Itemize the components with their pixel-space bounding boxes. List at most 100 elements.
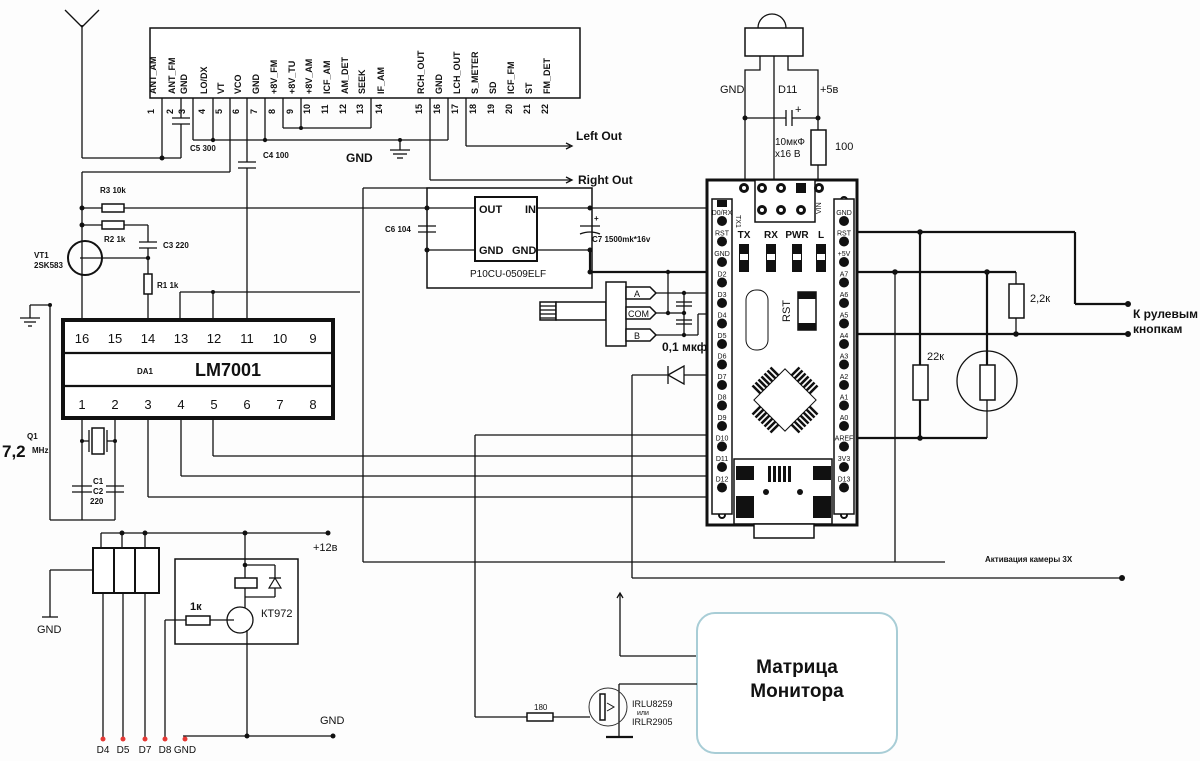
arduino-pin-label: D11 — [716, 456, 728, 463]
terminal-dot[interactable] — [120, 736, 126, 742]
tuner-pin-name: GND — [434, 74, 444, 95]
dcdc-converter — [474, 196, 538, 262]
tuner-pin-number: 7 — [249, 109, 259, 114]
arduino-pin[interactable] — [839, 339, 849, 349]
arduino-pin[interactable] — [839, 257, 849, 267]
arduino-pin[interactable] — [839, 482, 849, 493]
arduino-pin-label: RST — [715, 231, 730, 238]
tuner-pin-name: +8V_FM — [269, 60, 279, 94]
tuner-pin-name: SD — [488, 81, 498, 94]
arduino-pin-label: A3 — [840, 354, 849, 361]
tuner-pin-name: ST — [524, 82, 534, 94]
tuner-pin-number: 15 — [414, 104, 424, 114]
q1-label: Q1 — [27, 432, 38, 441]
lm7001-pin: 3 — [144, 397, 151, 412]
tuner-pin-number: 2 — [165, 109, 175, 114]
tuner-pin-name: SEEK — [357, 69, 367, 94]
arduino-pin[interactable] — [717, 400, 727, 411]
tuner-pin-number: 9 — [285, 109, 295, 114]
c6-label: C6 104 — [385, 225, 411, 234]
tuner-pin-name: GND — [179, 74, 189, 95]
gnd-label: GND — [346, 151, 373, 165]
r180-label: 180 — [534, 703, 548, 712]
arduino-pin[interactable] — [717, 236, 727, 247]
arduino-pin[interactable] — [839, 441, 849, 452]
tuner-pin-number: 14 — [374, 104, 384, 114]
rotary-encoder[interactable] — [605, 281, 627, 347]
arduino-pin[interactable] — [717, 277, 727, 288]
tuner-pin-name: LCH_OUT — [452, 51, 462, 94]
arduino-pin[interactable] — [839, 236, 849, 247]
arduino-pin-label: D7 — [718, 374, 727, 381]
mosfet-icon — [588, 687, 628, 727]
arduino-pin[interactable] — [839, 216, 849, 226]
arduino-pin[interactable] — [717, 482, 727, 493]
terminal-dot[interactable] — [162, 736, 168, 742]
arduino-pin[interactable] — [717, 359, 727, 370]
arduino-pin[interactable] — [839, 400, 849, 411]
tuner-pin-number: 19 — [486, 104, 496, 114]
arduino-pin[interactable] — [717, 298, 727, 308]
arduino-pin-label: A7 — [840, 272, 849, 279]
tuner-pin-number: 21 — [522, 104, 532, 114]
arduino-pin[interactable] — [717, 257, 727, 267]
rst-button-label: RST — [781, 300, 793, 322]
steering-label-a: К рулевым — [1133, 307, 1198, 321]
c4-label: C4 100 — [263, 151, 289, 160]
vt1-label: VT1 — [34, 251, 49, 260]
lm7001-pin: 10 — [273, 331, 287, 346]
terminal-label: D4 — [97, 745, 110, 756]
arduino-pin[interactable] — [717, 441, 727, 452]
arduino-pin[interactable] — [717, 462, 727, 472]
tuner-module — [149, 27, 581, 99]
arduino-pin[interactable] — [717, 421, 727, 431]
c5-label: C5 300 — [190, 144, 216, 153]
arduino-pin[interactable] — [717, 318, 727, 329]
arduino-pin[interactable] — [839, 359, 849, 370]
usb-connector[interactable] — [733, 458, 833, 539]
tuner-pin-name: S_METER — [470, 51, 480, 94]
vin-label: VIN — [816, 202, 823, 214]
terminal-label: D8 — [159, 745, 172, 756]
arduino-pin-label: AREF — [835, 436, 854, 443]
terminal-dot[interactable] — [142, 736, 148, 742]
enc-b-label: B — [634, 331, 640, 341]
arduino-pin[interactable] — [839, 298, 849, 308]
terminal-dot[interactable] — [100, 736, 106, 742]
c1-label: C1 — [93, 477, 104, 486]
arduino-pin[interactable] — [839, 462, 849, 472]
tuner-pin-name: ANT_AM — [148, 57, 158, 95]
arduino-pin[interactable] — [839, 318, 849, 329]
arduino-pin-label: A4 — [840, 333, 849, 340]
tuner-pin-number: 16 — [432, 104, 442, 114]
arduino-pin[interactable] — [717, 339, 727, 349]
terminal-dot[interactable] — [182, 736, 188, 742]
arduino-pin-label: A5 — [840, 313, 849, 320]
ir-gnd-label: GND — [720, 84, 745, 96]
monitor-label-a: Матрица — [756, 657, 838, 678]
tuner-pin-name: LO/DX — [199, 66, 209, 94]
arduino-pin-label: D9 — [718, 415, 727, 422]
button-block[interactable] — [92, 547, 160, 594]
tuner-pin-name: VT — [216, 82, 226, 94]
tuner-pin-number: 20 — [504, 104, 514, 114]
arduino-pin[interactable] — [839, 277, 849, 288]
arduino-pin-label: D3 — [718, 292, 727, 299]
lm7001-pin: 2 — [111, 397, 118, 412]
right-out-label: Right Out — [578, 173, 633, 187]
c2-label: C2 — [93, 487, 104, 496]
arduino-pin[interactable] — [717, 380, 727, 390]
c3-label: C3 220 — [163, 241, 189, 250]
arduino-pin[interactable] — [717, 216, 727, 226]
antenna-icon — [64, 9, 100, 158]
dcdc-name: P10CU-0509ELF — [470, 269, 546, 280]
lm7001-pin: 4 — [177, 397, 184, 412]
arduino-pin-label: A0 — [840, 415, 849, 422]
arduino-pin[interactable] — [839, 421, 849, 431]
arduino-pin[interactable] — [839, 380, 849, 390]
lm7001-pin: 6 — [243, 397, 250, 412]
